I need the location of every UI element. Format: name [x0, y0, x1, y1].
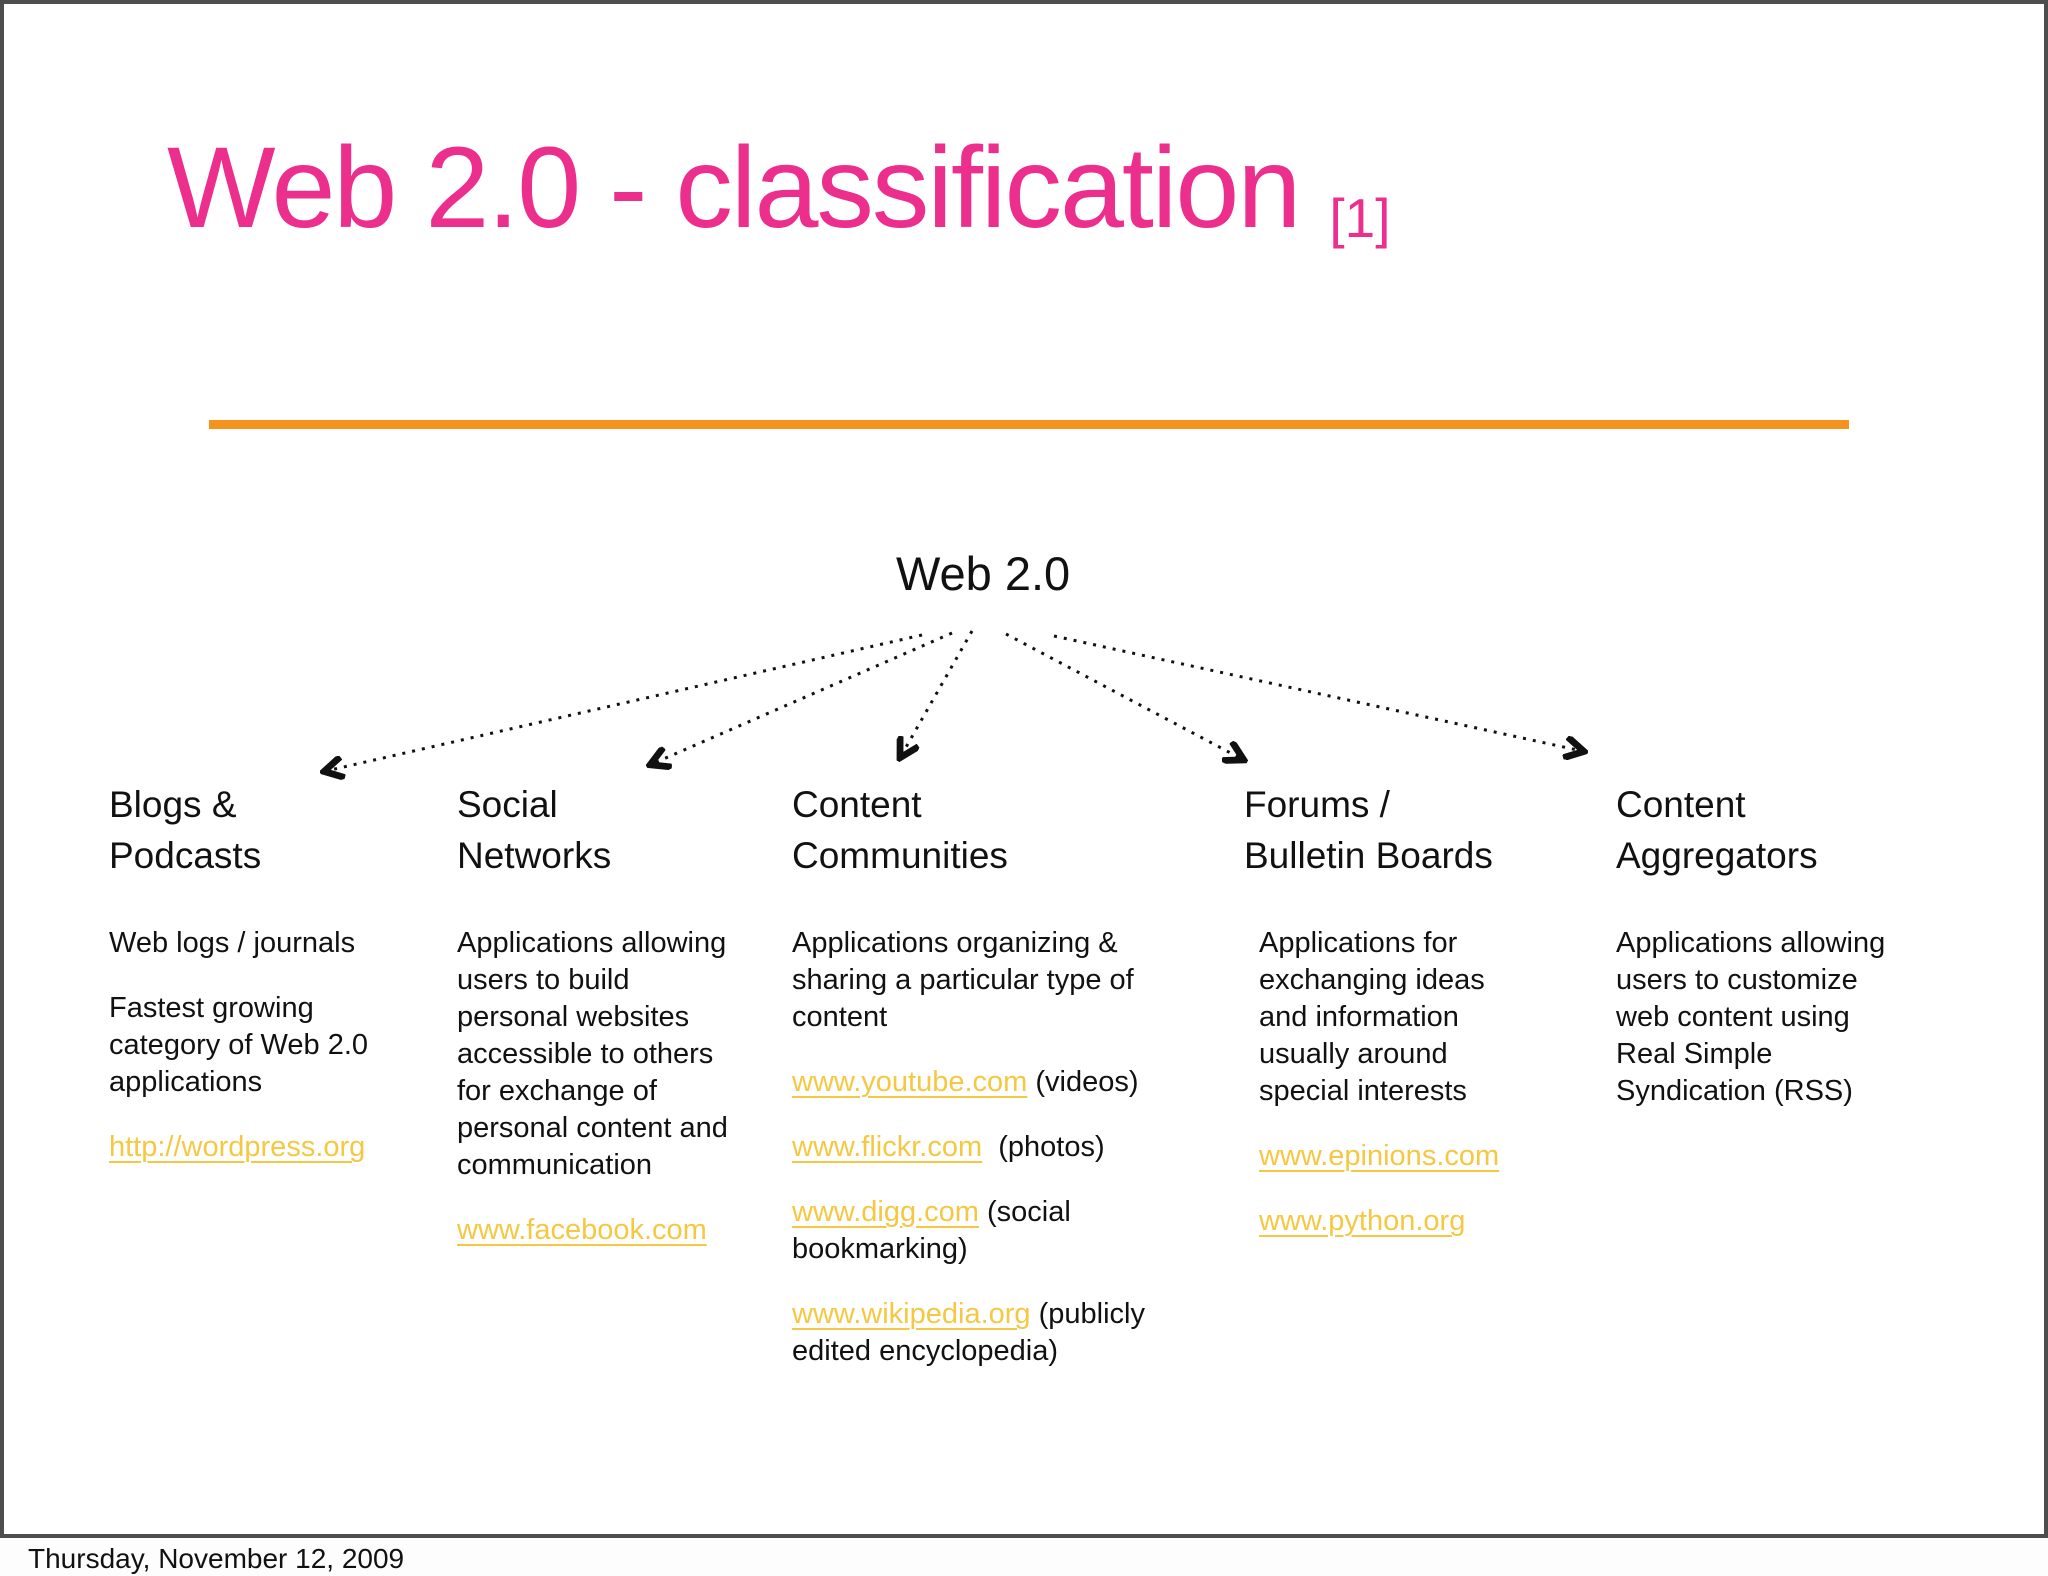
root-node-label: Web 2.0 [896, 547, 1071, 600]
column-paragraph: www.python.org [1259, 1203, 1539, 1240]
category-body: Applications for exchanging ideas and in… [1244, 925, 1539, 1240]
title-divider-line [209, 420, 1849, 429]
paragraph-text: (publicly edited encyclopedia) [792, 1298, 1154, 1367]
category-column-forums-bulletin-boards: Forums / Bulletin Boards Applications fo… [1244, 779, 1539, 1268]
link-www.facebook.com[interactable]: www.facebook.com [457, 1214, 707, 1246]
category-column-social-networks: Social Networks Applications allowing us… [457, 779, 737, 1277]
paragraph-text: Web logs / journals [109, 927, 356, 959]
link-www.digg.com[interactable]: www.digg.com [792, 1196, 979, 1228]
paragraph-text: Fastest growing category of Web 2.0 appl… [109, 992, 377, 1098]
link-www.python.org[interactable]: www.python.org [1259, 1205, 1466, 1237]
paragraph-text: Applications organizing & sharing a part… [792, 927, 1142, 1033]
link-http-wordpress.org[interactable]: http://wordpress.org [109, 1131, 366, 1163]
column-paragraph: www.flickr.com (photos) [792, 1129, 1192, 1166]
category-column-content-aggregators: Content Aggregators Applications allowin… [1616, 779, 1901, 1138]
link-www.youtube.com[interactable]: www.youtube.com [792, 1066, 1028, 1098]
category-header-social-networks: Social Networks [457, 784, 612, 876]
column-paragraph: Applications allowing users to customize… [1616, 925, 1901, 1110]
paragraph-text: Applications allowing users to build per… [457, 927, 736, 1181]
category-column-content-communities: Content Communities Applications organiz… [792, 779, 1192, 1398]
category-body: Applications allowing users to build per… [457, 925, 737, 1249]
link-www.wikipedia.org[interactable]: www.wikipedia.org [792, 1298, 1031, 1330]
column-paragraph: Fastest growing category of Web 2.0 appl… [109, 990, 409, 1101]
category-header-forums-bulletin-boards: Forums / Bulletin Boards [1244, 784, 1493, 876]
paragraph-text: (videos) [1027, 1066, 1139, 1098]
category-body: Applications organizing & sharing a part… [792, 925, 1192, 1370]
paragraph-text: Applications for exchanging ideas and in… [1259, 927, 1493, 1107]
paragraph-text: Applications allowing users to customize… [1616, 927, 1894, 1107]
category-header-blogs-podcasts: Blogs & Podcasts [109, 784, 262, 876]
slide-date: Thursday, November 12, 2009 [28, 1543, 405, 1574]
column-paragraph: http://wordpress.org [109, 1129, 409, 1166]
column-paragraph: www.facebook.com [457, 1212, 737, 1249]
paragraph-text: (social bookmarking) [792, 1196, 1079, 1265]
column-paragraph: Applications for exchanging ideas and in… [1259, 925, 1539, 1110]
column-paragraph: www.epinions.com [1259, 1138, 1539, 1175]
column-paragraph: www.digg.com (social bookmarking) [792, 1194, 1192, 1268]
link-www.epinions.com[interactable]: www.epinions.com [1259, 1140, 1500, 1172]
link-www.flickr.com[interactable]: www.flickr.com [792, 1131, 983, 1163]
column-paragraph: www.youtube.com (videos) [792, 1064, 1192, 1101]
category-header-content-aggregators: Content Aggregators [1616, 784, 1818, 876]
page-title: Web 2.0 - classification [1] [167, 122, 1390, 254]
category-header-content-communities: Content Communities [792, 784, 1008, 876]
title-reference-marker: [1] [1329, 187, 1391, 249]
slide-canvas: Web 2.0 - classification [1] Web 2.0 Blog… [0, 0, 2048, 1538]
page-title-text: Web 2.0 - classification [167, 124, 1301, 252]
category-body: Applications allowing users to customize… [1616, 925, 1901, 1110]
column-paragraph: Applications organizing & sharing a part… [792, 925, 1192, 1036]
paragraph-text: (photos) [982, 1131, 1105, 1163]
column-paragraph: www.wikipedia.org (publicly edited encyc… [792, 1296, 1192, 1370]
column-paragraph: Web logs / journals [109, 925, 409, 962]
column-paragraph: Applications allowing users to build per… [457, 925, 737, 1184]
